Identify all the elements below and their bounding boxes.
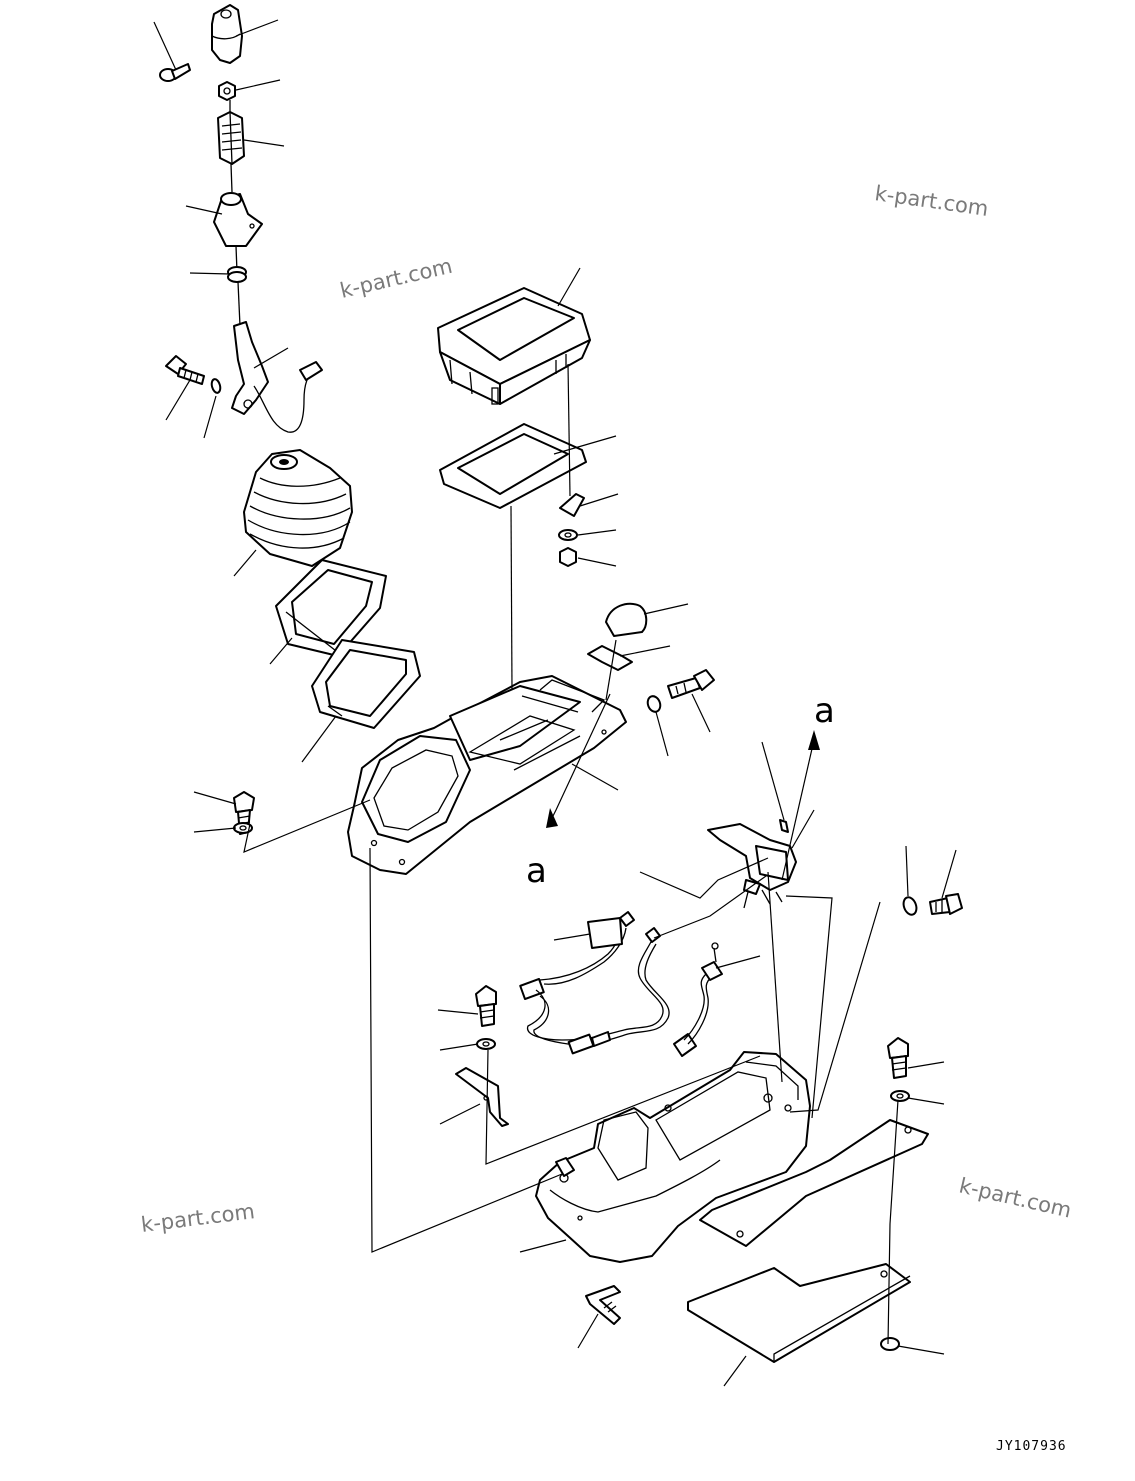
grip-sleeve [217, 111, 245, 165]
console-washer-right [646, 695, 662, 713]
rod-washer [227, 266, 247, 283]
watermark: k-part.com [140, 1199, 256, 1237]
base-washer-right [890, 1090, 910, 1102]
base-bolt-left [475, 985, 497, 1027]
watermark: k-part.com [957, 1173, 1074, 1222]
view-arrow-up [781, 730, 820, 881]
grommet [880, 1337, 900, 1351]
boot-frame-upper [275, 559, 387, 657]
bracket-nut [559, 547, 577, 567]
base-washer-left [476, 1038, 496, 1050]
lever-knob [211, 4, 243, 64]
watermark: k-part.com [873, 181, 990, 221]
lock-nut [218, 81, 236, 101]
lever-bolt [165, 355, 205, 385]
sub-harness [673, 942, 723, 1057]
floor-mat [687, 1263, 911, 1363]
harness-tag [587, 917, 623, 949]
mount-bracket [455, 1067, 509, 1127]
base-bolt-right [887, 1037, 909, 1079]
assembly-lines [243, 363, 899, 1345]
monitor-bracket [559, 493, 585, 517]
side-washer [902, 896, 918, 916]
console-bolt-left [233, 791, 255, 835]
lever-rod [229, 100, 241, 327]
hex-key [585, 1285, 621, 1325]
lever-base [231, 321, 323, 433]
side-bolt [929, 893, 963, 915]
switch-assembly [707, 823, 797, 909]
view-label-a-top: a [814, 691, 835, 731]
view-arrow-lower [546, 693, 611, 828]
leader-lines [153, 19, 957, 1387]
knob-screw [159, 63, 191, 82]
boot-frame-lower [311, 639, 421, 729]
console-washer-left [233, 822, 253, 834]
console-bolt-right [667, 669, 715, 699]
lower-console-base [535, 1051, 811, 1263]
drawing-code: JY107936 [996, 1439, 1067, 1454]
bracket-washer [558, 529, 578, 541]
lever-washer [210, 378, 222, 394]
view-label-a-bottom: a [526, 851, 547, 891]
wiring-harness [519, 911, 670, 1055]
cap-cover [605, 602, 648, 637]
cover-gasket [587, 645, 633, 671]
monitor-unit [437, 287, 591, 405]
lever-boot [243, 449, 353, 567]
watermark: k-part.com [338, 254, 455, 303]
upper-console-cover [347, 675, 627, 875]
rod-boot-mount [213, 192, 263, 247]
base-plate-right [699, 1119, 929, 1247]
monitor-bezel [439, 423, 587, 509]
switch-pin [779, 819, 789, 833]
